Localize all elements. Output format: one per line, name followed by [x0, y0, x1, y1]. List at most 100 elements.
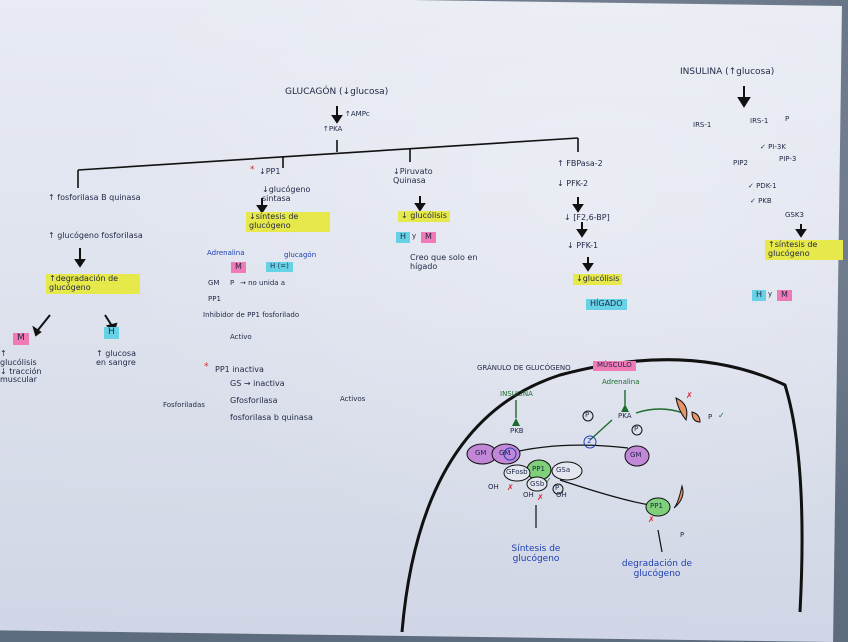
triangle-pka — [621, 404, 629, 412]
col2-p: P — [230, 279, 235, 287]
col2-glucogeno-sintasa: ↓glucógeno sintasa — [262, 185, 311, 203]
arrow-to-degradacion — [657, 529, 663, 553]
col4-f26bp: ↓ [F2,6-BP] — [564, 213, 610, 222]
col1-glucogeno-fosforilasa: ↑ glucógeno fosforilasa — [48, 231, 143, 240]
granulo-p-3: P — [555, 484, 560, 492]
num-circle-2 — [583, 435, 597, 449]
col2-gs-inactiva: GS → inactiva — [230, 379, 285, 388]
triangle-pkb — [512, 418, 520, 426]
col4-pfk2: ↓ PFK-2 — [557, 179, 589, 188]
granulo-insulina: INSULINA — [500, 390, 533, 398]
granulo-oh-2: OH — [523, 491, 534, 499]
col1-fosforilasa-b-quinasa: ↑ fosforilasa B quinasa — [48, 193, 141, 202]
main-branch-bar — [77, 137, 579, 171]
gsb-molecule — [526, 476, 548, 492]
arrow-to-pp1 — [559, 479, 651, 506]
inhibitor-shape-3 — [691, 411, 701, 423]
col2-adrenalina: Adrenalina — [207, 249, 245, 257]
pka-label: ↑PKA — [323, 125, 343, 133]
granulo-pp1-free: PP1 — [650, 502, 663, 510]
col3-tissue-sep: y — [412, 232, 417, 240]
granulo-degradacion: degradación de glucógeno — [621, 559, 693, 579]
arrow-col1-h — [104, 314, 113, 327]
col2-h-box: H (=) — [266, 262, 293, 272]
granulo-oh-3: OH — [556, 491, 567, 499]
col2-gm: GM — [208, 279, 220, 287]
granulo-x-2: ✗ — [537, 493, 544, 502]
granulo-gfosb: GFosb — [506, 468, 528, 476]
col3-creo-que: Creo que solo en hígado — [410, 253, 478, 271]
col2-fosforilasa-b-quinasa: fosforilasa b quinasa — [230, 413, 313, 422]
col1-h-effect: ↑ glucosa en sangre — [96, 349, 136, 367]
granulo-check-2: ✓ — [718, 411, 725, 420]
granulo-title: GRÁNULO DE GLUCÓGENO — [477, 364, 571, 372]
p-circle-1 — [582, 410, 594, 422]
granulo-num-2: 2 — [587, 437, 592, 445]
insulina-h-box: H — [752, 290, 767, 301]
granulo-p-4: P — [708, 413, 713, 421]
granulo-x-4: ✗ — [686, 391, 693, 400]
granulo-p-2: P — [634, 425, 639, 433]
col2-glucagon: glucagón — [284, 251, 317, 259]
granulo-adrenalina: Adrenalina — [602, 378, 640, 386]
col1-h-box: H — [104, 327, 119, 339]
col1-m-box: M — [13, 333, 29, 345]
arrow-col1-m — [37, 314, 51, 331]
col3-h-box: H — [396, 232, 411, 243]
granulo-cell-outline — [400, 358, 804, 633]
glucagon-title: GLUCAGÓN (↓glucosa) — [285, 87, 389, 97]
granulo-x-1: ✗ — [507, 483, 514, 492]
gfos-b-molecule — [503, 464, 531, 482]
col1-m-effect: ↑ glucólisis ↓ tracción muscular — [0, 349, 42, 385]
granulo-gm-1: GM — [475, 449, 487, 457]
col2-m-box: M — [231, 262, 246, 273]
insulina-sintesis: ↑síntesis de glucógeno — [765, 240, 843, 260]
insulina-gsk3: GSK3 — [785, 211, 804, 219]
col2-inhibidor: Inhibidor de PP1 fosforilado — [203, 311, 300, 319]
col2-activo: Activo — [230, 333, 252, 341]
granulo-x-3: ✗ — [648, 515, 655, 524]
insulina-pip3: PIP-3 — [779, 155, 797, 163]
arrow-gm-to-p — [505, 444, 629, 455]
insulina-m-box: M — [777, 290, 792, 301]
granulo-check-1: ✓ — [545, 476, 552, 485]
granulo-gm-2: GM — [499, 449, 511, 457]
col2-asterisk-2: * — [204, 362, 209, 372]
ampc-label: ↑AMPc — [345, 110, 370, 118]
p-circle-2 — [631, 424, 643, 436]
p-circle-3 — [552, 483, 564, 495]
gsa-molecule — [551, 461, 583, 481]
insulina-tissue-sep: y — [768, 290, 773, 298]
granulo-p-1: P — [585, 411, 590, 419]
col3-glucolisis: ↓ glucólisis — [398, 211, 450, 222]
col3-piruvato-quinasa: ↓Piruvato Quinasa — [393, 167, 433, 185]
granulo-pp1: PP1 — [532, 465, 545, 473]
insulina-irs1-right: IRS-1 — [750, 117, 769, 125]
col2-no-unida: → no unida a — [240, 279, 286, 287]
insulina-pkb: ✓ PKB — [750, 197, 772, 205]
arrowhead-glucagon — [331, 115, 343, 124]
granulo-gsb: GSb — [530, 480, 545, 488]
granulo-pkb: PKB — [510, 427, 524, 435]
insulina-title: INSULINA (↑glucosa) — [680, 67, 775, 77]
col1-degradacion: ↑degradación de glucógeno — [46, 274, 140, 294]
insulina-pip2: PIP2 — [733, 159, 748, 167]
insulina-pi3k: ✓ PI-3K — [760, 143, 786, 151]
granulo-gsa: GSa — [556, 466, 571, 474]
pp1-free-molecule — [645, 497, 671, 517]
insulina-pdk1: ✓ PDK-1 — [748, 182, 777, 190]
granulo-musculo: MÚSCULO — [593, 361, 636, 371]
col2-pp1: ↓PP1 — [259, 167, 281, 176]
granulo-num-1: 1 — [507, 449, 512, 457]
gm-molecule-3 — [624, 445, 650, 467]
col3-m-box: M — [421, 232, 436, 243]
col2-pp1-label: PP1 — [208, 295, 221, 303]
inhibitor-shape-2 — [675, 397, 688, 422]
col2-gfosforilasa: Gfosforilasa — [230, 396, 278, 405]
granulo-oh-1: OH — [488, 483, 499, 491]
granulo-sintesis: Síntesis de glucógeno — [511, 544, 561, 564]
col2-pp1-inactiva: PP1 inactiva — [215, 365, 264, 374]
col2-activos: Activos — [340, 395, 366, 403]
col2-asterisk: * — [250, 165, 255, 175]
